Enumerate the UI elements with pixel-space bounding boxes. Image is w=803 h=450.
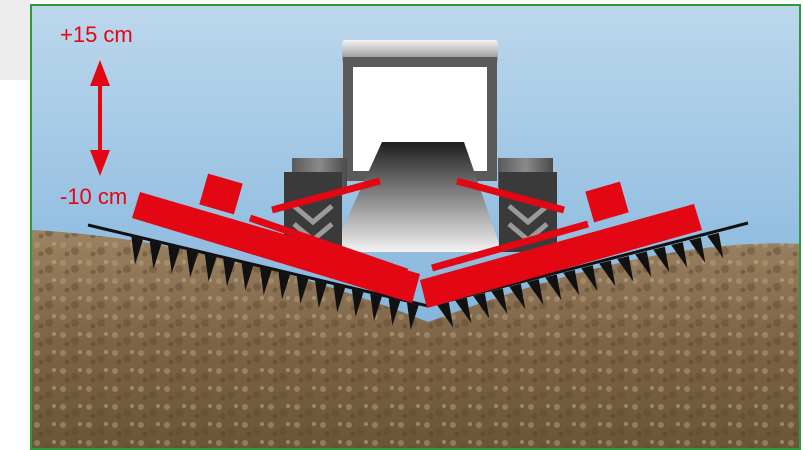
- implement-diagram: [32, 6, 801, 450]
- height-min-label: -10 cm: [60, 186, 127, 208]
- left-margin-shade: [0, 0, 30, 80]
- diagram-frame: +15 cm -10 cm: [30, 4, 801, 450]
- height-max-label: +15 cm: [60, 24, 133, 46]
